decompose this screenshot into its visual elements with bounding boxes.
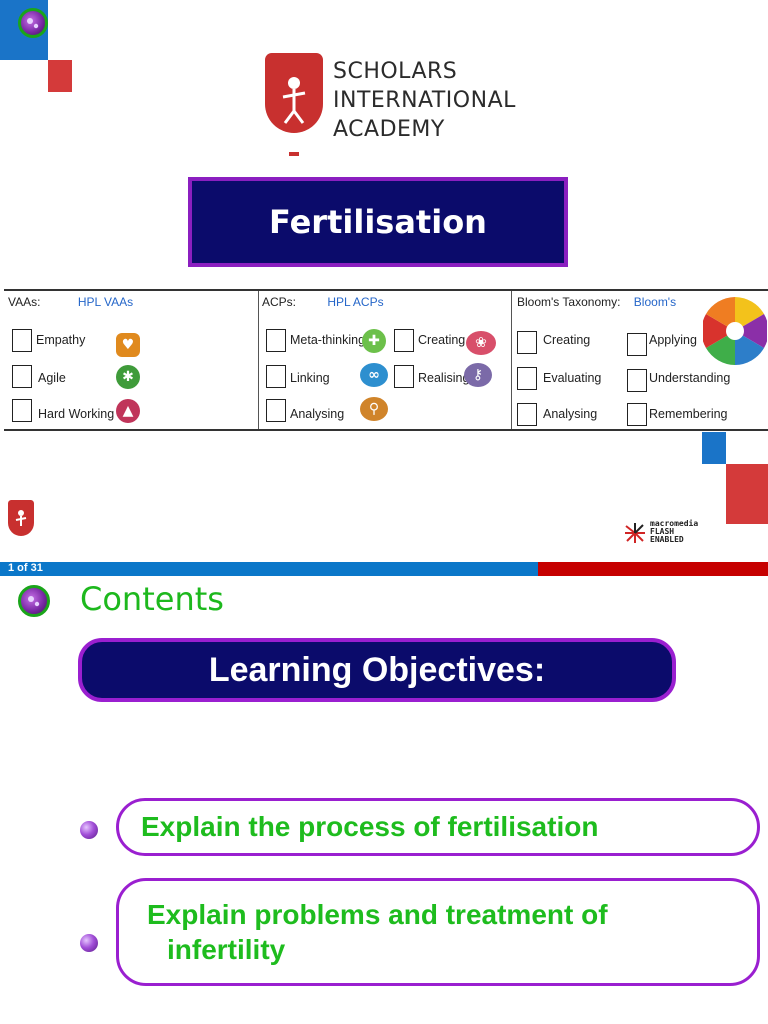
speech-heart-icon: ♥ — [116, 333, 140, 357]
school-name: SCHOLARS INTERNATIONAL ACADEMY — [333, 57, 516, 144]
objective-text-1: Explain the process of fertilisation — [141, 811, 599, 842]
climber-icon: ▲ — [116, 399, 140, 423]
label-linking: Linking — [290, 371, 330, 385]
shield-base — [289, 152, 299, 156]
label-applying: Applying — [649, 333, 697, 347]
flash-line-2: FLASH — [650, 527, 675, 536]
deco-red-square — [726, 464, 768, 524]
checkbox-analysing-bloom[interactable] — [517, 403, 537, 426]
chain-link-icon: ∞ — [360, 363, 388, 387]
brand-line-2: INTERNATIONAL — [333, 88, 516, 113]
label-understanding: Understanding — [649, 371, 731, 385]
footer-bar-blue — [0, 562, 538, 576]
contents-heading[interactable]: Contents — [80, 580, 224, 618]
science-logo-icon — [18, 585, 50, 617]
label-empathy: Empathy — [36, 333, 86, 347]
acps-column: ACPs: HPL ACPs Meta-thinking ✚ Creating … — [258, 291, 512, 429]
label-remembering: Remembering — [649, 407, 728, 421]
page-title: Fertilisation — [269, 203, 487, 241]
label-creating-acp: Creating — [418, 333, 466, 347]
key-icon: ⚷ — [464, 363, 492, 387]
label-hard-working: Hard Working — [38, 407, 115, 421]
checkbox-understanding[interactable] — [627, 369, 647, 392]
slide-title-box: Fertilisation — [188, 177, 568, 267]
flash-line-3: ENABLED — [650, 535, 684, 544]
brand-line-1: SCHOLARS — [333, 59, 458, 84]
label-agile: Agile — [38, 371, 66, 385]
checkbox-creating-acp[interactable] — [394, 329, 414, 352]
blooms-column: Bloom's Taxonomy: Bloom's Creating Evalu… — [511, 291, 768, 429]
learning-objectives-title: Learning Objectives: — [208, 651, 546, 689]
checkbox-empathy[interactable] — [12, 329, 32, 352]
label-analysing-acp: Analysing — [290, 407, 345, 421]
hpl-table: VAAs: HPL VAAs Empathy ♥ Agile ✱ Hard Wo… — [4, 289, 768, 431]
flash-line-1: macromedia — [650, 519, 699, 528]
label-meta-thinking: Meta-thinking — [290, 333, 366, 347]
objective-text-2b: infertility — [167, 934, 286, 965]
checkbox-analysing-acp[interactable] — [266, 399, 286, 422]
blooms-header: Bloom's Taxonomy: Bloom's — [517, 295, 677, 309]
checkbox-remembering[interactable] — [627, 403, 647, 426]
checkbox-applying[interactable] — [627, 333, 647, 356]
label-realising: Realising — [418, 371, 470, 385]
puzzle-icon: ✚ — [362, 329, 386, 353]
vaas-header: VAAs: HPL VAAs — [8, 295, 134, 309]
flash-burst-icon — [625, 523, 645, 543]
flash-badge: macromedia FLASH ENABLED — [624, 520, 714, 546]
page-number: 1 of 31 — [8, 562, 43, 574]
corner-red-square — [48, 60, 72, 92]
purple-sphere-icon — [80, 821, 98, 839]
vaas-column: VAAs: HPL VAAs Empathy ♥ Agile ✱ Hard Wo… — [4, 291, 259, 429]
label-creating-bloom: Creating — [543, 333, 591, 347]
objective-text-2a: Explain problems and treatment of — [147, 899, 608, 930]
small-shield-logo — [8, 500, 34, 536]
footer-bar-red — [538, 562, 768, 576]
checkbox-linking[interactable] — [266, 365, 286, 388]
checkbox-evaluating[interactable] — [517, 367, 537, 390]
slide-title: SCHOLARS INTERNATIONAL ACADEMY Fertilisa… — [0, 0, 768, 576]
science-logo-icon — [18, 8, 48, 38]
checkbox-creating-bloom[interactable] — [517, 331, 537, 354]
school-shield-logo — [265, 53, 323, 133]
objective-item-1: Explain the process of fertilisation — [116, 798, 760, 856]
checkbox-realising[interactable] — [394, 365, 414, 388]
objective-item-2: Explain problems and treatment of infert… — [116, 878, 760, 986]
learning-objectives-box: Learning Objectives: — [78, 638, 676, 702]
slide-contents: Contents Learning Objectives: Explain th… — [0, 576, 768, 1024]
checkbox-agile[interactable] — [12, 365, 32, 388]
label-evaluating: Evaluating — [543, 371, 602, 385]
brain-icon: ❀ — [466, 331, 496, 355]
deco-blue-square — [702, 432, 726, 464]
purple-sphere-icon — [80, 934, 98, 952]
magnifier-icon: ⚲ — [360, 397, 388, 421]
runner-icon: ✱ — [116, 365, 140, 389]
checkbox-hard-working[interactable] — [12, 399, 32, 422]
checkbox-meta-thinking[interactable] — [266, 329, 286, 352]
brand-line-3: ACADEMY — [333, 117, 445, 142]
acps-header: ACPs: HPL ACPs — [262, 295, 384, 309]
blooms-wheel-icon — [701, 293, 768, 369]
label-analysing-bloom: Analysing — [543, 407, 598, 421]
